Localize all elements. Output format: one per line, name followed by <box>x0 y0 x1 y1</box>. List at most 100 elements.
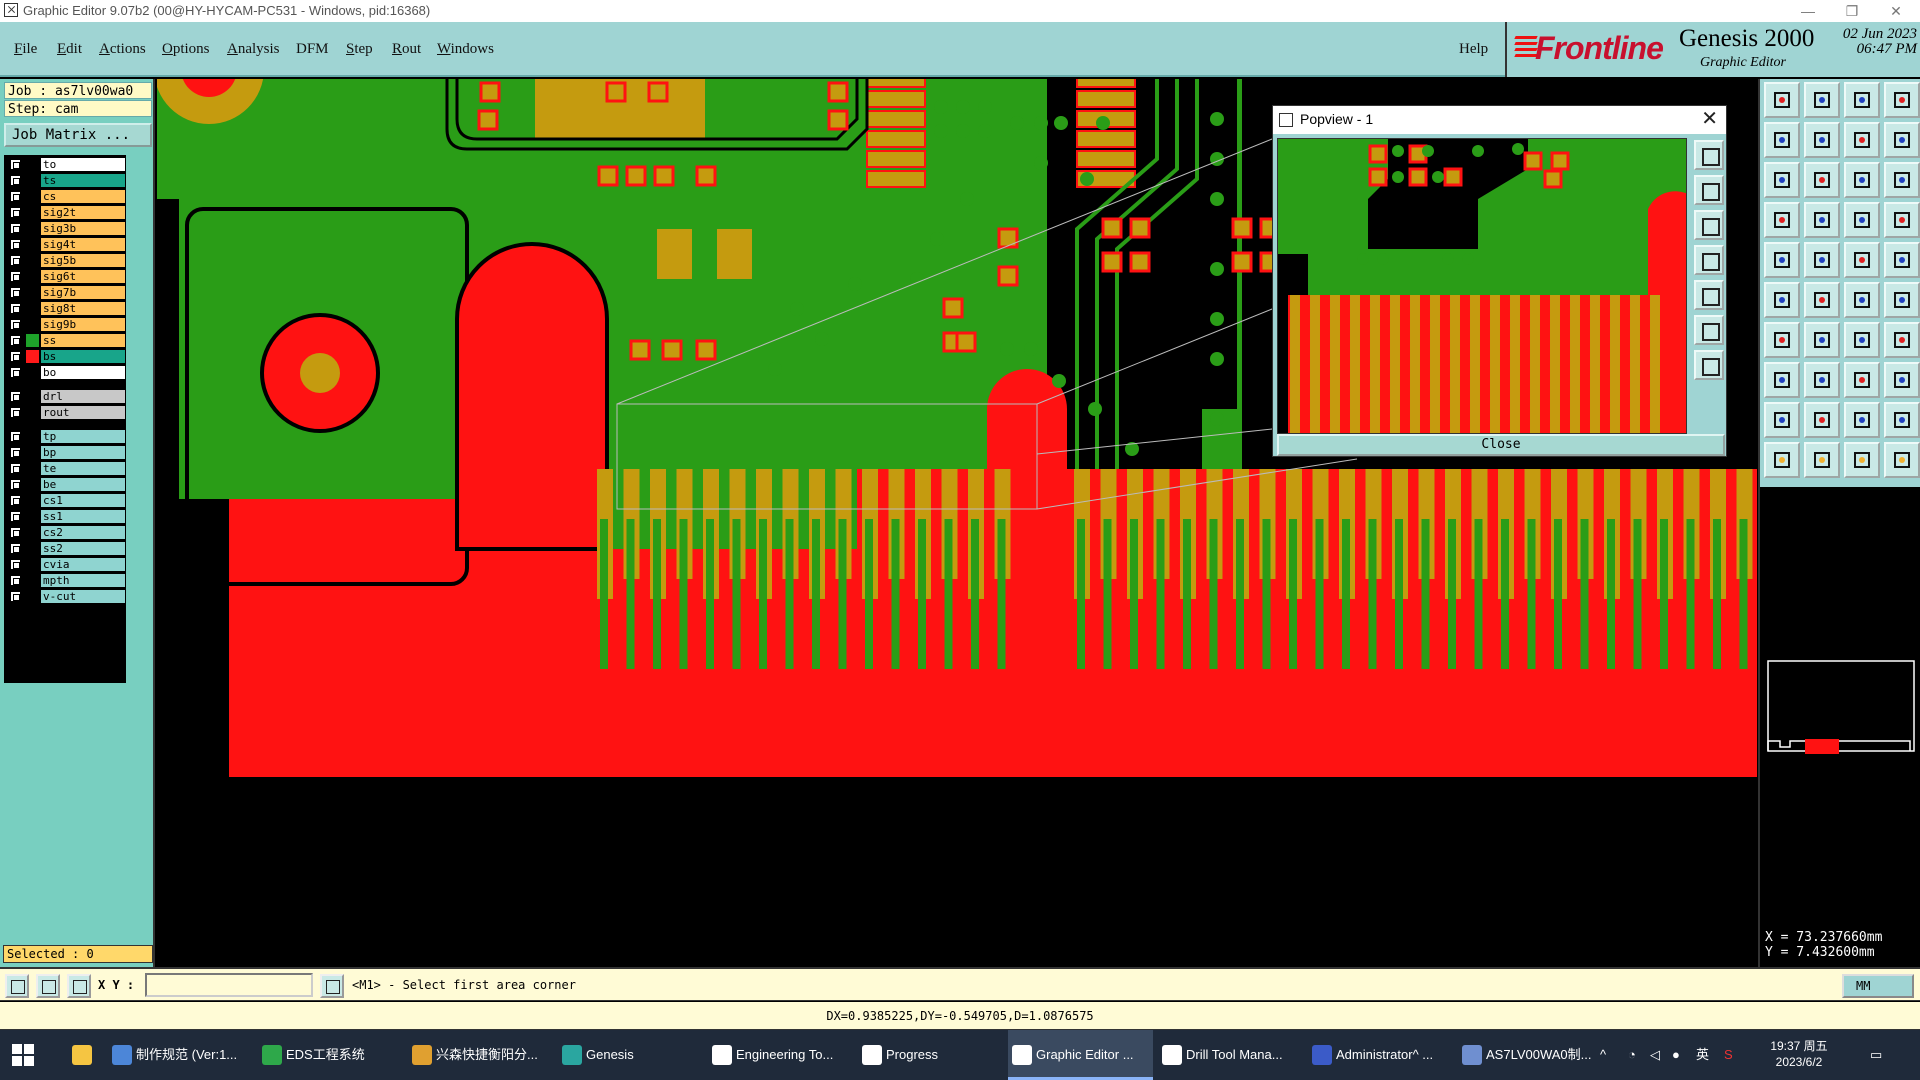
popview-tool-3[interactable] <box>1694 210 1724 240</box>
layer-row-ss1[interactable]: ss1 <box>4 509 126 524</box>
layer-row-sig7b[interactable]: sig7b <box>4 285 126 300</box>
popview-canvas[interactable] <box>1277 138 1687 434</box>
taskbar-app-7[interactable]: Drill Tool Mana... <box>1158 1030 1303 1080</box>
layer-row-sig9b[interactable]: sig9b <box>4 317 126 332</box>
info-icon[interactable] <box>320 974 344 998</box>
layer-checkbox[interactable] <box>10 351 21 362</box>
pcb-drawing[interactable] <box>157 79 1757 967</box>
slope-icon[interactable] <box>1804 322 1840 358</box>
menu-step[interactable]: Step <box>346 41 373 58</box>
menu-rout[interactable]: Rout <box>392 41 421 58</box>
connect-icon[interactable] <box>1884 282 1920 318</box>
zoom-home-icon[interactable] <box>1764 82 1800 118</box>
layer-row-mpth[interactable]: mpth <box>4 573 126 588</box>
layer-row-sig8t[interactable]: sig8t <box>4 301 126 316</box>
notification-icon[interactable]: ▭ <box>1870 1047 1883 1062</box>
layer-row-sig3b[interactable]: sig3b <box>4 221 126 236</box>
net-icon[interactable] <box>1844 362 1880 398</box>
tray-volume-icon[interactable]: ◁ <box>1650 1047 1660 1062</box>
tray-chevron-icon[interactable]: ^ <box>1600 1047 1607 1062</box>
layer-row-sig6t[interactable]: sig6t <box>4 269 126 284</box>
layer-row-to[interactable]: to <box>4 157 126 172</box>
measure-icon[interactable] <box>1764 202 1800 238</box>
poly-icon[interactable] <box>1884 402 1920 438</box>
layer-checkbox[interactable] <box>10 367 21 378</box>
zoom-fit-icon[interactable] <box>1844 82 1880 118</box>
tray-network-icon[interactable]: ◔ <box>1628 1047 1636 1062</box>
layer-checkbox[interactable] <box>10 159 21 170</box>
tray-sogou-icon[interactable]: S <box>1724 1047 1733 1062</box>
window-split-icon[interactable] <box>1884 82 1920 118</box>
layer-row-bs[interactable]: bs <box>4 349 126 364</box>
pan-left-icon[interactable] <box>1764 122 1800 158</box>
angle-icon[interactable] <box>36 974 60 998</box>
layer-row-drl[interactable]: drl <box>4 389 126 404</box>
job-matrix-button[interactable]: Job Matrix ... <box>4 123 152 147</box>
layer-row-cs1[interactable]: cs1 <box>4 493 126 508</box>
layer-checkbox[interactable] <box>10 223 21 234</box>
mirror-icon[interactable] <box>1844 122 1880 158</box>
layer-row-ss[interactable]: ss <box>4 333 126 348</box>
layer-checkbox[interactable] <box>10 495 21 506</box>
layer-row-bo[interactable]: bo <box>4 365 126 380</box>
menu-help[interactable]: Help <box>1459 41 1489 57</box>
highlight-icon[interactable] <box>1804 242 1840 278</box>
layer-row-sig4t[interactable]: sig4t <box>4 237 126 252</box>
layer-checkbox[interactable] <box>10 575 21 586</box>
layer-checkbox[interactable] <box>10 255 21 266</box>
windows-start-icon[interactable] <box>12 1044 34 1066</box>
layer-checkbox[interactable] <box>10 271 21 282</box>
layer-checkbox[interactable] <box>10 559 21 570</box>
group-icon[interactable] <box>1884 362 1920 398</box>
popview-tool-2[interactable] <box>1694 175 1724 205</box>
layer-checkbox[interactable] <box>10 207 21 218</box>
layer-row-sig2t[interactable]: sig2t <box>4 205 126 220</box>
popview-tool-4[interactable] <box>1694 245 1724 275</box>
grid-toggle-icon[interactable] <box>1804 202 1840 238</box>
layer-checkbox[interactable] <box>10 391 21 402</box>
layer-row-ts[interactable]: ts <box>4 173 126 188</box>
taskbar-app-8[interactable]: Administrator^ ... <box>1308 1030 1453 1080</box>
feature-icon[interactable] <box>1884 322 1920 358</box>
menu-actions[interactable]: Actions <box>99 41 146 58</box>
taskbar-app-9[interactable]: AS7LV00WA0制... <box>1458 1030 1603 1080</box>
line-select-icon[interactable] <box>1844 282 1880 318</box>
dot-icon[interactable] <box>1884 242 1920 278</box>
layer-row-tp[interactable]: tp <box>4 429 126 444</box>
layer-checkbox[interactable] <box>10 191 21 202</box>
menu-file[interactable]: File <box>14 41 37 58</box>
arch-icon[interactable] <box>1844 402 1880 438</box>
arc-icon[interactable] <box>1764 322 1800 358</box>
peak-icon[interactable] <box>1804 402 1840 438</box>
restore-button[interactable]: ❐ <box>1845 3 1859 19</box>
menu-edit[interactable]: Edit <box>57 41 82 58</box>
layer-checkbox[interactable] <box>10 431 21 442</box>
minimize-button[interactable]: — <box>1801 3 1815 19</box>
layer-checkbox[interactable] <box>10 335 21 346</box>
layer-row-te[interactable]: te <box>4 461 126 476</box>
popview-tool-7[interactable] <box>1694 350 1724 380</box>
line-add-icon[interactable] <box>1804 362 1840 398</box>
taskbar-app-3[interactable]: Genesis <box>558 1030 703 1080</box>
triangle-icon[interactable] <box>1764 402 1800 438</box>
zoom-in-icon[interactable] <box>1764 162 1800 198</box>
tray-app-icon[interactable]: ● <box>1672 1047 1680 1062</box>
layer-checkbox[interactable] <box>10 543 21 554</box>
menu-dfm[interactable]: DFM <box>296 41 329 58</box>
layer-row-ss2[interactable]: ss2 <box>4 541 126 556</box>
help-icon[interactable] <box>1884 162 1920 198</box>
layer-checkbox[interactable] <box>10 463 21 474</box>
popview-close-icon[interactable]: ✕ <box>1701 108 1718 130</box>
layer-checkbox[interactable] <box>10 407 21 418</box>
layer-checkbox[interactable] <box>10 511 21 522</box>
popview-tool-6[interactable] <box>1694 315 1724 345</box>
pointer-icon[interactable] <box>1764 442 1800 478</box>
layer-row-sig5b[interactable]: sig5b <box>4 253 126 268</box>
ime-indicator[interactable]: 英 <box>1696 1047 1710 1062</box>
move-arrow-icon[interactable] <box>1844 442 1880 478</box>
layer-row-rout[interactable]: rout <box>4 405 126 420</box>
route-arrow-icon[interactable] <box>1884 442 1920 478</box>
units-selector[interactable]: MM <box>1842 974 1914 998</box>
layer-row-be[interactable]: be <box>4 477 126 492</box>
layer-checkbox[interactable] <box>10 303 21 314</box>
